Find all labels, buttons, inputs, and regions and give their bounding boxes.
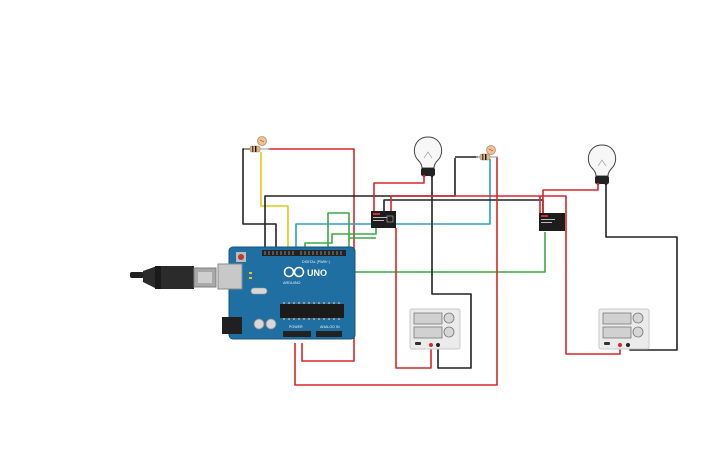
lightbulb-1[interactable] xyxy=(413,136,443,178)
wire-green-long[interactable] xyxy=(348,232,546,273)
photoresistor[interactable] xyxy=(476,145,498,161)
wire-cyan-photo[interactable] xyxy=(295,159,491,250)
power-supply-2[interactable] xyxy=(598,308,650,350)
relay-1[interactable] xyxy=(371,211,396,228)
wire-green-relay2[interactable] xyxy=(304,214,377,250)
arduino-logo-icon xyxy=(283,266,305,278)
wire-red-relay1-supply1[interactable] xyxy=(395,228,432,369)
wire-yellow-signal[interactable] xyxy=(260,152,289,250)
wire-black-relay1-top[interactable] xyxy=(383,199,544,214)
wire-black-top-bus[interactable] xyxy=(264,158,456,250)
relay-2[interactable] xyxy=(539,213,565,231)
reset-button-icon[interactable] xyxy=(238,254,244,260)
wire-red-relay2-bulb2[interactable] xyxy=(542,184,599,214)
power-header-label: POWER xyxy=(289,325,303,329)
knob-icon[interactable] xyxy=(443,312,455,324)
wire-red-relay1-bulb1[interactable] xyxy=(373,176,425,214)
lightbulb-2[interactable] xyxy=(587,144,617,186)
analog-header-label: ANALOG IN xyxy=(320,325,340,329)
knob-icon[interactable] xyxy=(632,312,644,324)
wire-black-bulb1-supply1[interactable] xyxy=(431,176,472,369)
arduino-uno-board[interactable]: DIGITAL (PWM~) UNO ARDUINO xyxy=(217,246,356,340)
wire-green-relay1[interactable] xyxy=(327,212,376,250)
wire-red-photo-loop[interactable] xyxy=(294,157,498,386)
usb-cable[interactable] xyxy=(130,266,217,289)
knob-icon[interactable] xyxy=(443,326,455,338)
wire-black-resistor-board[interactable] xyxy=(242,148,277,250)
board-logo-text: UNO xyxy=(307,268,327,278)
wire-red-resistor-loop[interactable] xyxy=(268,148,355,362)
power-supply-1[interactable] xyxy=(409,308,461,350)
resistor-1[interactable] xyxy=(244,136,270,153)
wire-red-relay1-feed[interactable] xyxy=(390,195,540,214)
board-brand-text: ARDUINO xyxy=(283,281,301,285)
digital-header-label: DIGITAL (PWM~) xyxy=(302,260,330,264)
wire-red-relay2-bus[interactable] xyxy=(539,195,621,355)
knob-icon[interactable] xyxy=(632,326,644,338)
